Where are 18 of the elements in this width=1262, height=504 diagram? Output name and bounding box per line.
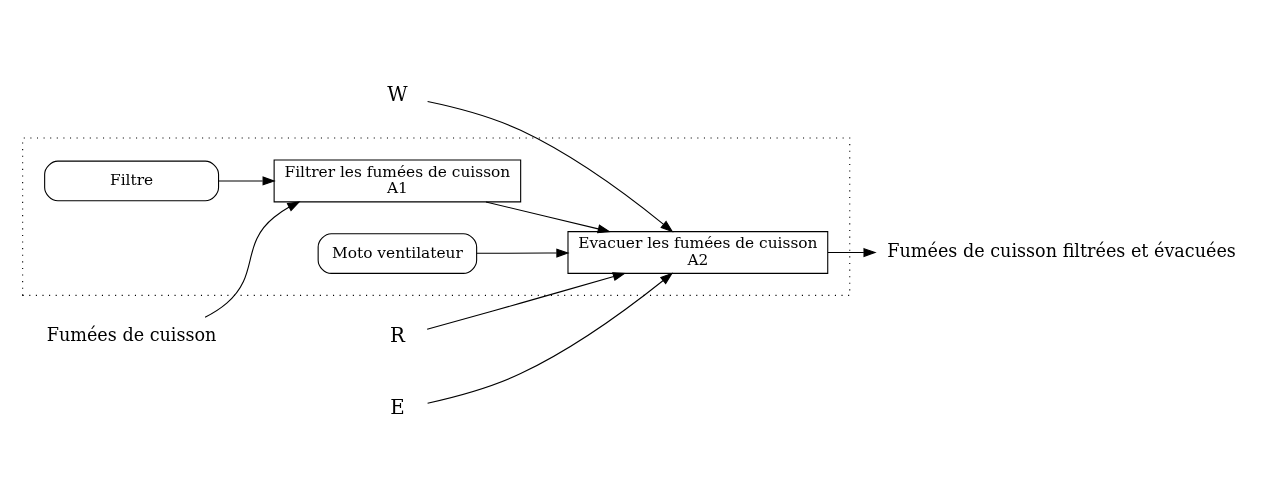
arrow	[218, 175, 276, 186]
arrow	[485, 200, 611, 233]
node-box: Moto ventilateur	[317, 232, 478, 274]
node-text: R	[389, 323, 405, 347]
arrow	[426, 271, 626, 330]
arrow	[476, 247, 570, 258]
node-box: Filtre	[44, 160, 220, 201]
node-box: Evacuer les fumées de cuisson A2	[567, 230, 829, 274]
node-box: Filtrer les fumées de cuisson A1	[273, 159, 522, 202]
node-text: Fumées de cuisson	[46, 324, 217, 345]
node-text: Fumées de cuisson filtrées et évacuées	[887, 240, 1236, 261]
node-text: E	[390, 395, 405, 419]
arrow	[204, 200, 301, 318]
arrow	[427, 100, 674, 232]
arrow	[427, 272, 674, 404]
node-text: W	[387, 82, 408, 106]
arrow	[827, 247, 877, 257]
cluster	[22, 137, 851, 296]
